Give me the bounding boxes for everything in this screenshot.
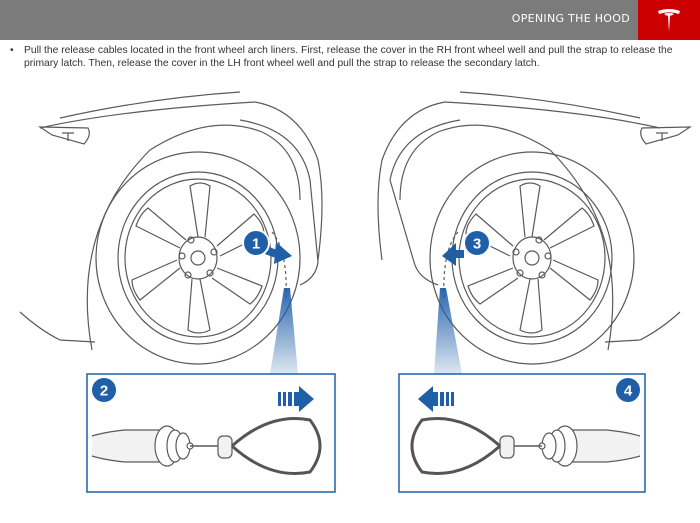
instruction-text: Pull the release cables located in the f… xyxy=(24,45,673,69)
rh-release-strap xyxy=(91,416,322,476)
callout-2-label: 2 xyxy=(100,383,108,400)
lh-front-wheel-illustration xyxy=(377,91,681,365)
callout-badge-1: 1 xyxy=(242,229,270,257)
lh-release-strap xyxy=(410,416,641,476)
tesla-logo-icon xyxy=(658,9,680,32)
brand-logo-box xyxy=(638,0,700,40)
arrow-left-icon xyxy=(418,386,454,412)
rh-callout-beam xyxy=(270,288,298,374)
callout-badge-4: 4 xyxy=(614,376,642,404)
callout-badge-3: 3 xyxy=(463,229,491,257)
callout-1-label: 1 xyxy=(252,236,260,253)
arrow-right-icon xyxy=(278,386,314,412)
section-title: OPENING THE HOOD xyxy=(511,12,630,25)
instruction-paragraph: • Pull the release cables located in the… xyxy=(10,44,688,70)
bullet-marker: • xyxy=(10,45,14,56)
lh-pull-arrow xyxy=(442,243,464,266)
callout-badge-2: 2 xyxy=(90,376,118,404)
callout-3-label: 3 xyxy=(473,236,481,253)
callout-4-label: 4 xyxy=(624,383,633,400)
rh-side-marker xyxy=(37,126,90,145)
rh-front-wheel-illustration xyxy=(19,91,323,365)
lh-callout-beam xyxy=(434,288,462,374)
lh-side-marker xyxy=(640,126,693,145)
page-header: OPENING THE HOOD xyxy=(0,0,700,40)
